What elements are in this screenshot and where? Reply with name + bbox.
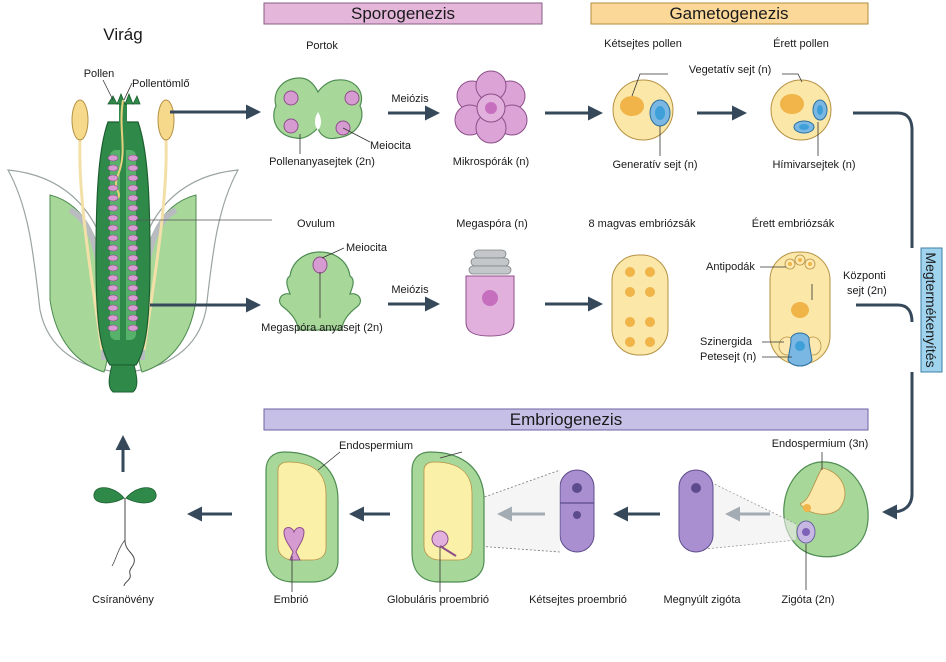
flower-ovule bbox=[107, 314, 119, 322]
flower-ovule bbox=[107, 264, 119, 272]
arrow-fertilization-to-zygote bbox=[882, 372, 914, 520]
flower-ovule bbox=[107, 274, 119, 282]
meiosis-label-top: Meiózis bbox=[391, 93, 429, 105]
flower-ovule bbox=[127, 284, 139, 292]
pollen-mother-cells-label: Pollenanyasejtek (2n) bbox=[269, 156, 375, 168]
flower-ovule bbox=[127, 244, 139, 252]
ovule-illustration bbox=[278, 247, 362, 331]
flower-ovule bbox=[107, 204, 119, 212]
flower-ovule bbox=[127, 184, 139, 192]
zygote-label: Zigóta (2n) bbox=[781, 594, 834, 606]
flower-ovule bbox=[107, 174, 119, 182]
flower-ovule bbox=[107, 224, 119, 232]
microspores-tetrad bbox=[454, 70, 528, 144]
embryogenesis-header: Embriogenezis bbox=[263, 408, 869, 431]
flower-ovule bbox=[107, 294, 119, 302]
flower-ovule bbox=[107, 244, 119, 252]
sperm-cells-label: Hímivarsejtek (n) bbox=[772, 159, 855, 171]
flower-title: Virág bbox=[103, 25, 142, 44]
svg-text:Megtermékenyítés: Megtermékenyítés bbox=[923, 252, 939, 367]
sporogenesis-header: Sporogenezis bbox=[263, 2, 543, 25]
svg-text:Gametogenezis: Gametogenezis bbox=[669, 4, 788, 23]
meiocyte-label-bottom: Meiocita bbox=[346, 242, 388, 254]
elongated-zygote bbox=[678, 469, 797, 553]
flower-ovule bbox=[107, 194, 119, 202]
megaspore-illustration bbox=[465, 249, 515, 337]
eight-nucleate-sac bbox=[611, 254, 669, 356]
megaspore-label: Megaspóra (n) bbox=[456, 218, 528, 230]
microspores-label: Mikrospórák (n) bbox=[453, 156, 529, 168]
seedling-illustration bbox=[93, 487, 157, 587]
bicellular-pollen bbox=[612, 73, 674, 156]
flower-ovule bbox=[127, 274, 139, 282]
flower-anther-right bbox=[157, 99, 175, 141]
ovule-label: Ovulum bbox=[297, 218, 335, 230]
flower-anther-left bbox=[71, 99, 89, 141]
flower-ovule bbox=[127, 174, 139, 182]
fertilization-header: Megtermékenyítés bbox=[920, 247, 943, 373]
antipodals-label: Antipodák bbox=[706, 261, 755, 273]
svg-text:Embriogenezis: Embriogenezis bbox=[510, 410, 622, 429]
flower-ovule bbox=[107, 214, 119, 222]
mature-sac-label: Érett embriózsák bbox=[752, 217, 835, 230]
embryo-label: Embrió bbox=[274, 594, 309, 606]
bicellular-pollen-label: Kétsejtes pollen bbox=[604, 38, 682, 50]
flower-ovule bbox=[127, 324, 139, 332]
flower-ovule bbox=[127, 164, 139, 172]
vegetative-cell-label: Vegetatív sejt (n) bbox=[689, 64, 772, 76]
eight-nucleate-sac-label: 8 magvas embriózsák bbox=[589, 218, 696, 230]
flower-ovule bbox=[107, 154, 119, 162]
endosperm-3n-label: Endospermium (3n) bbox=[772, 438, 869, 450]
flower-ovule bbox=[107, 284, 119, 292]
flower-ovule bbox=[127, 304, 139, 312]
flower-ovule bbox=[107, 324, 119, 332]
flower-illustration bbox=[6, 79, 272, 393]
mature-embryo-sac bbox=[760, 251, 831, 367]
flower-ovule bbox=[107, 184, 119, 192]
meiosis-label-bottom: Meiózis bbox=[391, 284, 429, 296]
flower-ovule bbox=[127, 234, 139, 242]
meiocyte-label-top: Meiocita bbox=[370, 140, 412, 152]
flower-ovule bbox=[127, 294, 139, 302]
central-cell-label-1: Központi bbox=[843, 270, 886, 282]
anther-illustration bbox=[273, 77, 371, 154]
flower-ovule bbox=[127, 204, 139, 212]
embryo-seed bbox=[265, 451, 341, 592]
megaspore-mother-cell-label: Megaspóra anyasejt (2n) bbox=[261, 322, 383, 334]
mature-pollen bbox=[770, 73, 832, 156]
flower-ovule bbox=[107, 234, 119, 242]
globular-proembryo-seed bbox=[411, 451, 561, 592]
anther-label: Portok bbox=[306, 40, 338, 52]
flower-ovule bbox=[107, 164, 119, 172]
central-cell-label-2: sejt (2n) bbox=[847, 285, 887, 297]
flower-ovule bbox=[127, 214, 139, 222]
flower-ovule bbox=[127, 314, 139, 322]
pollen-label: Pollen bbox=[84, 68, 115, 80]
seedling-label: Csíranövény bbox=[92, 594, 154, 606]
zygote-seed bbox=[783, 452, 869, 590]
svg-text:Sporogenezis: Sporogenezis bbox=[351, 4, 455, 23]
flower-ovule bbox=[127, 264, 139, 272]
elongated-zygote-label: Megnyúlt zigóta bbox=[663, 594, 741, 606]
egg-cell-label: Petesejt (n) bbox=[700, 351, 756, 363]
pollen-tube-label: Pollentömlő bbox=[132, 78, 189, 90]
two-cell-proembryo-label: Kétsejtes proembrió bbox=[529, 594, 627, 606]
globular-proembryo-label: Globuláris proembrió bbox=[387, 594, 489, 606]
flower-ovule bbox=[127, 254, 139, 262]
synergid-label: Szinergida bbox=[700, 336, 753, 348]
connector-pollen-to-fertilization bbox=[853, 111, 914, 248]
flower-ovule bbox=[127, 224, 139, 232]
flower-ovule bbox=[107, 304, 119, 312]
two-cell-proembryo bbox=[559, 469, 595, 553]
mature-pollen-label: Érett pollen bbox=[773, 37, 829, 50]
flower-ovule bbox=[127, 154, 139, 162]
gametogenesis-header: Gametogenezis bbox=[590, 2, 869, 25]
flower-ovule bbox=[107, 254, 119, 262]
generative-cell-label: Generatív sejt (n) bbox=[613, 159, 698, 171]
flower-ovules bbox=[107, 154, 139, 332]
endosperm-label: Endospermium bbox=[339, 440, 413, 452]
flower-ovule bbox=[127, 194, 139, 202]
